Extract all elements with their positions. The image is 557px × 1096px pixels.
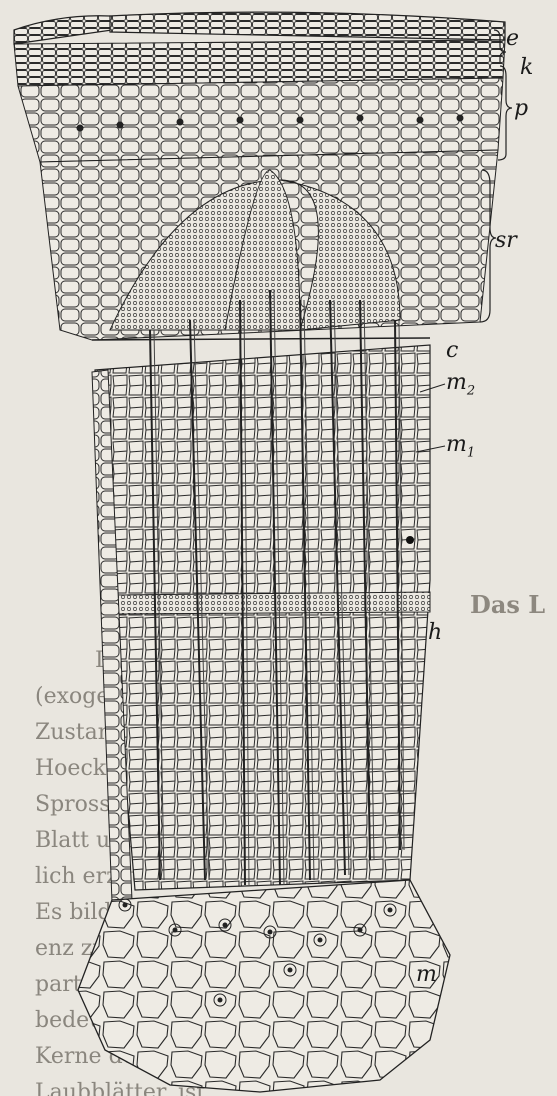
wood-dot [406, 536, 414, 544]
label-p: p [514, 96, 528, 121]
pith-region [78, 880, 450, 1092]
cortex-nucleus [457, 115, 464, 122]
label-m1: m1 [446, 432, 475, 460]
cortex-nucleus [117, 122, 124, 129]
pith-crystal-core [388, 908, 393, 913]
label-m2: m2 [446, 370, 475, 398]
cambium-line [92, 338, 430, 340]
label-sr: sr [495, 228, 517, 253]
label-k: k [520, 55, 533, 80]
wood-body [95, 345, 430, 890]
label-m: m [416, 962, 437, 987]
pith-crystal-core [288, 968, 293, 973]
growth-ring-band [108, 592, 430, 614]
pith-crystal-core [268, 930, 273, 935]
cortex-nucleus [77, 125, 84, 132]
pith-crystal-core [358, 928, 363, 933]
label-e: e [506, 26, 519, 51]
cortex-nucleus [417, 117, 424, 124]
epidermis-left [14, 16, 112, 44]
cortex-nucleus [237, 117, 244, 124]
pith-crystal-core [223, 923, 228, 928]
pith-crystal-core [318, 938, 323, 943]
cortex-nucleus [297, 117, 304, 124]
phelloderm-layer [18, 78, 503, 162]
pith-crystal-core [218, 998, 223, 1003]
pith-crystal-core [123, 903, 128, 908]
pith-crystal-core [173, 928, 178, 933]
cortex-nucleus [177, 119, 184, 126]
cortex-nucleus [357, 115, 364, 122]
label-h: h [428, 620, 442, 645]
epidermis-layer [110, 12, 505, 40]
label-c: c [446, 338, 458, 363]
